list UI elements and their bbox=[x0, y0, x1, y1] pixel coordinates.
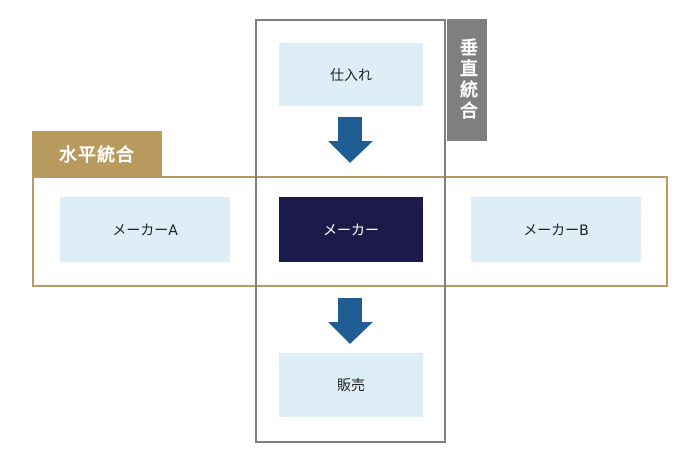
vertical-integration-frame bbox=[255, 19, 446, 443]
node-sales: 販売 bbox=[279, 353, 423, 417]
horizontal-integration-frame bbox=[32, 176, 668, 287]
down-arrow-icon bbox=[328, 298, 373, 344]
node-maker: メーカー bbox=[279, 197, 423, 262]
node-maker-b: メーカーB bbox=[471, 197, 641, 262]
horizontal-integration-label: 水平統合 bbox=[32, 131, 162, 176]
down-arrow-icon bbox=[328, 117, 373, 163]
node-supply: 仕入れ bbox=[279, 43, 423, 106]
vertical-integration-label: 垂直統合 bbox=[447, 19, 487, 141]
node-maker-a: メーカーA bbox=[60, 197, 230, 262]
